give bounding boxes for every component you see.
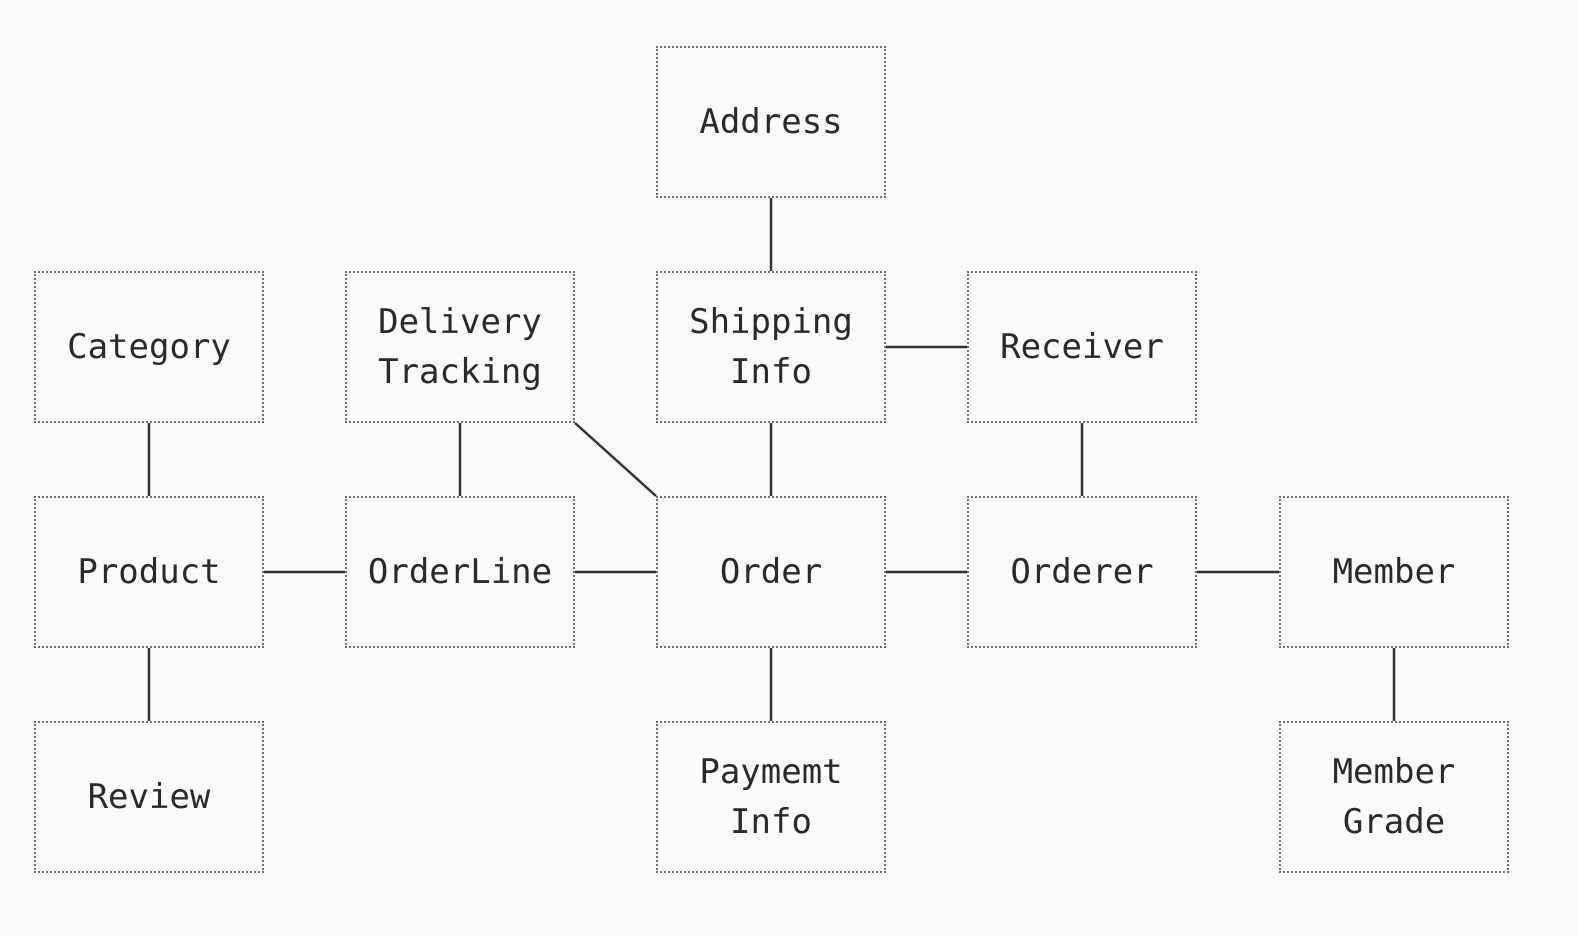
node-member-grade-label: Member Grade — [1332, 752, 1456, 842]
node-category-label: Category — [67, 327, 231, 367]
edge-delivery-tracking-order — [574, 422, 657, 497]
node-payment-info-label: Paymemt Info — [699, 752, 843, 842]
node-member: Member — [1279, 496, 1509, 648]
node-shipping-info: Shipping Info — [656, 271, 886, 423]
node-orderline: OrderLine — [345, 496, 575, 648]
node-orderer-label: Orderer — [1010, 552, 1154, 592]
node-review-label: Review — [87, 777, 211, 817]
node-shipping-info-label: Shipping Info — [689, 302, 853, 392]
node-product-label: Product — [77, 552, 221, 592]
node-product: Product — [34, 496, 264, 648]
node-orderer: Orderer — [967, 496, 1197, 648]
node-address: Address — [656, 46, 886, 198]
node-member-label: Member — [1332, 552, 1456, 592]
node-delivery-tracking-label: Delivery Tracking — [378, 302, 542, 392]
node-category: Category — [34, 271, 264, 423]
node-order: Order — [656, 496, 886, 648]
node-orderline-label: OrderLine — [367, 552, 553, 592]
node-receiver-label: Receiver — [1000, 327, 1164, 367]
node-order-label: Order — [719, 552, 823, 592]
node-receiver: Receiver — [967, 271, 1197, 423]
node-delivery-tracking: Delivery Tracking — [345, 271, 575, 423]
node-payment-info: Paymemt Info — [656, 721, 886, 873]
node-member-grade: Member Grade — [1279, 721, 1509, 873]
node-address-label: Address — [699, 102, 843, 142]
node-review: Review — [34, 721, 264, 873]
